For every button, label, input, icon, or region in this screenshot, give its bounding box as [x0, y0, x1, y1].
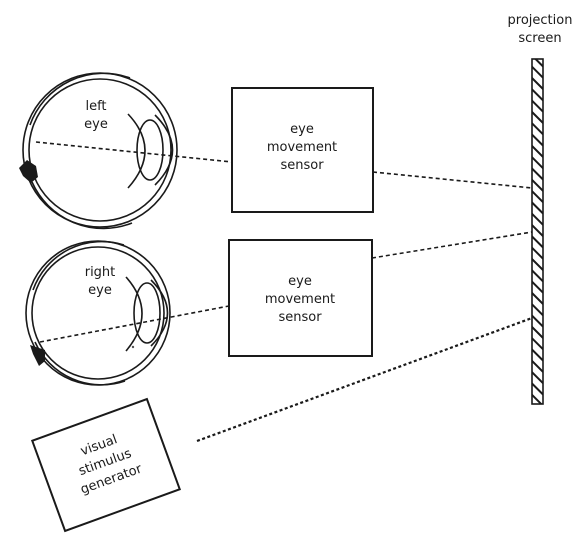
projection-screen-hatched-bar	[532, 59, 543, 404]
right-eye-muscle-lower	[35, 342, 125, 385]
visual-stimulus-generator: visual stimulus generator	[32, 399, 179, 531]
eye-movement-sensor-bottom: eye movement sensor	[229, 240, 372, 356]
right-eye-label-line2: eye	[88, 283, 112, 298]
sensor-bottom-label-line2: movement	[265, 292, 335, 307]
right-eye-lens	[134, 283, 160, 343]
projection-screen-label-line2: screen	[518, 31, 561, 46]
left-eye-lens	[137, 120, 163, 180]
top-sensor-to-screen-line	[373, 172, 532, 188]
left-eye-drawing: left eye	[19, 73, 177, 228]
projection-screen: projection screen	[508, 13, 573, 404]
left-eye-label-line1: left	[85, 99, 106, 114]
right-eye-outer-sclera	[26, 241, 170, 385]
left-eye-muscle-lower	[32, 182, 132, 228]
sensor-bottom-label-line1: eye	[288, 274, 312, 289]
bottom-sensor-to-screen-line	[372, 232, 532, 258]
left-eye-to-sensor-line	[36, 142, 232, 162]
left-eye-label-line2: eye	[84, 117, 108, 132]
right-eye-drawing: right eye	[26, 241, 170, 385]
sensor-top-label-line1: eye	[290, 122, 314, 137]
scan-speck	[132, 346, 134, 348]
sensor-bottom-label-line3: sensor	[278, 310, 322, 325]
projection-screen-label-line1: projection	[508, 13, 573, 28]
sensor-top-label-line2: movement	[267, 140, 337, 155]
right-eye-label-line1: right	[85, 265, 116, 280]
sensor-top-label-line3: sensor	[280, 158, 324, 173]
eye-movement-sensor-top: eye movement sensor	[232, 88, 373, 212]
